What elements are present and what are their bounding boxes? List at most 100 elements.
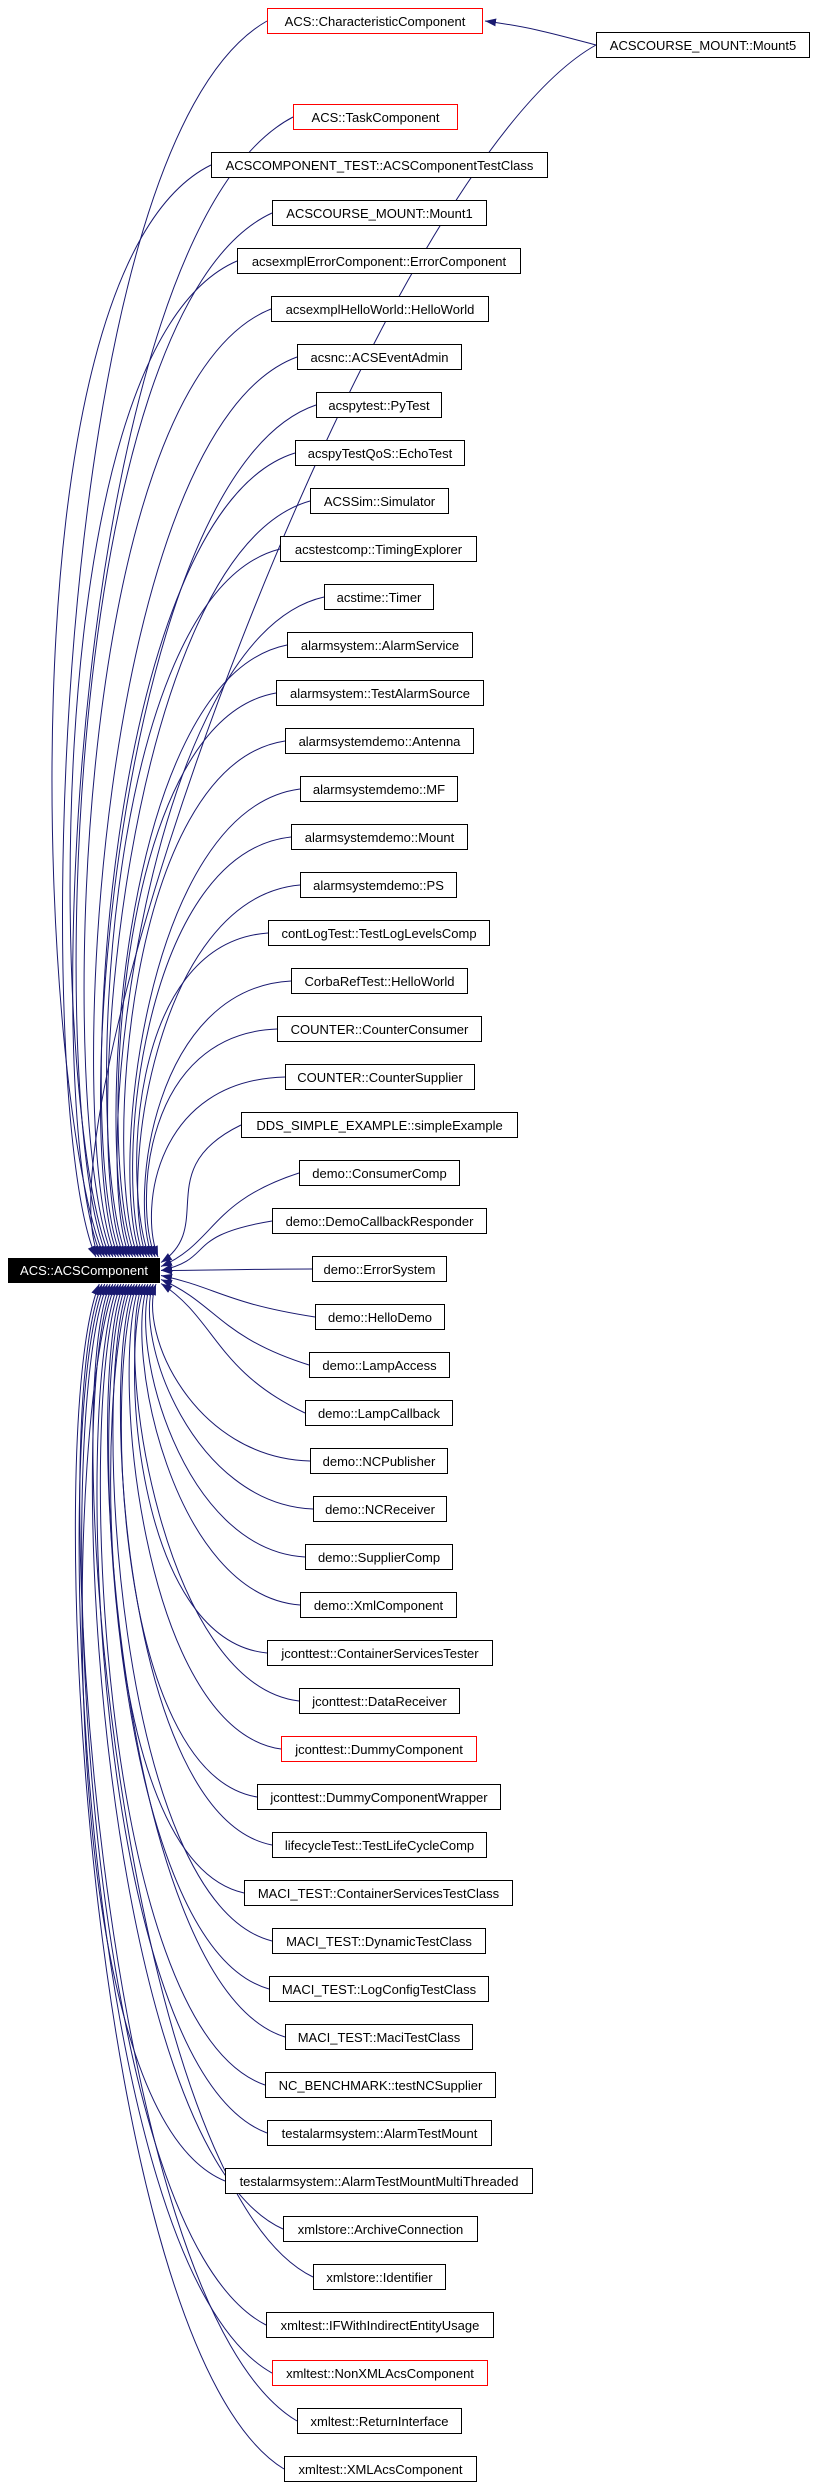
- inheritance-edge-demo-hellodemo: [160, 1273, 316, 1318]
- class-node-alarmsystemdemo-mount[interactable]: alarmsystemdemo::Mount: [291, 824, 468, 850]
- class-node-demo-ncpublisher[interactable]: demo::NCPublisher: [310, 1448, 448, 1474]
- class-node-demo-errorsystem[interactable]: demo::ErrorSystem: [312, 1256, 447, 1282]
- inheritance-edge-acspytest-pytest: [100, 404, 317, 1258]
- inheritance-edge-acscomponent-test-acscomponenttestclass: [51, 164, 212, 1258]
- class-node-demo-suppliercomp[interactable]: demo::SupplierComp: [305, 1544, 453, 1570]
- inheritance-edge-alarmsystemdemo-mf: [129, 788, 301, 1258]
- inheritance-edge-alarmsystemdemo-mount: [132, 836, 292, 1258]
- class-node-acspytestqos-echotest[interactable]: acspyTestQoS::EchoTest: [295, 440, 465, 466]
- class-node-acsexmplhelloworld-helloworld[interactable]: acsexmplHelloWorld::HelloWorld: [271, 296, 489, 322]
- inheritance-edge-acscourse-mount-mount5: [90, 44, 597, 1258]
- inheritance-edge-xmlstore-archiveconnection: [91, 1283, 284, 2230]
- inheritance-edge-acsexmplhelloworld-helloworld: [83, 308, 272, 1258]
- class-node-maci-test-containerservicestestclass[interactable]: MACI_TEST::ContainerServicesTestClass: [244, 1880, 513, 1906]
- class-node-acscomponent-test-acscomponenttestclass[interactable]: ACSCOMPONENT_TEST::ACSComponentTestClass: [211, 152, 548, 178]
- inheritance-edge-maci-test-logconfigtestclass: [108, 1283, 270, 1990]
- inheritance-edge-demo-ncpublisher: [148, 1283, 311, 1462]
- class-node-alarmsystemdemo-mf[interactable]: alarmsystemdemo::MF: [300, 776, 458, 802]
- class-node-maci-test-logconfigtestclass[interactable]: MACI_TEST::LogConfigTestClass: [269, 1976, 489, 2002]
- inheritance-edge-acs-characteristiccomponent: [62, 20, 268, 1258]
- inheritance-edge-xmltest-xmlacscomponent: [74, 1283, 285, 2470]
- class-node-dds-simple-example-simpleexample[interactable]: DDS_SIMPLE_EXAMPLE::simpleExample: [241, 1112, 518, 1138]
- inheritance-edge-alarmsystem-testalarmsource: [117, 692, 277, 1258]
- inheritance-edge-jconttest-dummycomponentwrapper: [120, 1283, 258, 1798]
- inheritance-edge-acstime-timer: [116, 596, 325, 1258]
- inheritance-edge-demo-xmlcomponent: [140, 1283, 301, 1606]
- class-node-demo-democallbackresponder[interactable]: demo::DemoCallbackResponder: [272, 1208, 487, 1234]
- class-node-alarmsystemdemo-antenna[interactable]: alarmsystemdemo::Antenna: [285, 728, 474, 754]
- class-node-testalarmsystem-alarmtestmount[interactable]: testalarmsystem::AlarmTestMount: [267, 2120, 492, 2146]
- inheritance-edge-acssim-simulator: [107, 500, 311, 1258]
- inheritance-edge-acscourse-mount-mount1: [75, 212, 273, 1258]
- class-node-acssim-simulator[interactable]: ACSSim::Simulator: [310, 488, 449, 514]
- class-node-acsexmplerrorcomponent-errorcomponent[interactable]: acsexmplErrorComponent::ErrorComponent: [237, 248, 521, 274]
- class-node-counter-counterconsumer[interactable]: COUNTER::CounterConsumer: [277, 1016, 482, 1042]
- class-node-counter-countersupplier[interactable]: COUNTER::CounterSupplier: [285, 1064, 475, 1090]
- class-node-corbareftest-helloworld[interactable]: CorbaRefTest::HelloWorld: [291, 968, 468, 994]
- inheritance-edge-demo-lampcallback: [160, 1283, 306, 1414]
- class-node-lifecycletest-testlifecyclecomp[interactable]: lifecycleTest::TestLifeCycleComp: [272, 1832, 487, 1858]
- inheritance-edge-demo-errorsystem: [160, 1266, 313, 1275]
- class-node-alarmsystem-testalarmsource[interactable]: alarmsystem::TestAlarmSource: [276, 680, 484, 706]
- inheritance-edge-maci-test-macitestclass: [107, 1283, 286, 2038]
- class-node-demo-xmlcomponent[interactable]: demo::XmlComponent: [300, 1592, 457, 1618]
- class-node-jconttest-containerservicestester[interactable]: jconttest::ContainerServicesTester: [267, 1640, 493, 1666]
- class-node-xmltest-returninterface[interactable]: xmltest::ReturnInterface: [297, 2408, 462, 2434]
- class-node-acsnc-acseventadmin[interactable]: acsnc::ACSEventAdmin: [297, 344, 462, 370]
- class-node-demo-ncreceiver[interactable]: demo::NCReceiver: [313, 1496, 447, 1522]
- inheritance-edge-acsnc-acseventadmin: [93, 356, 298, 1258]
- class-node-demo-consumercomp[interactable]: demo::ConsumerComp: [299, 1160, 460, 1186]
- class-node-xmlstore-identifier[interactable]: xmlstore::Identifier: [313, 2264, 446, 2290]
- inheritance-edge-maci-test-containerservicestestclass: [110, 1283, 245, 1894]
- class-node-maci-test-macitestclass[interactable]: MACI_TEST::MaciTestClass: [285, 2024, 473, 2050]
- class-node-demo-lampcallback[interactable]: demo::LampCallback: [305, 1400, 453, 1426]
- inheritance-edge-contlogtest-testloglevelscomp: [136, 932, 269, 1258]
- inheritance-edge-counter-countersupplier: [150, 1076, 286, 1258]
- inheritance-edge-xmltest-returninterface: [79, 1283, 298, 2422]
- inheritance-edge-xmltest-ifwithindirectentityusage: [81, 1283, 267, 2326]
- class-node-nc-benchmark-testncsupplier[interactable]: NC_BENCHMARK::testNCSupplier: [265, 2072, 496, 2098]
- class-node-acstestcomp-timingexplorer[interactable]: acstestcomp::TimingExplorer: [280, 536, 477, 562]
- inheritance-edge-demo-suppliercomp: [142, 1283, 306, 1558]
- class-node-acscourse-mount-mount5[interactable]: ACSCOURSE_MOUNT::Mount5: [596, 32, 810, 58]
- class-node-contlogtest-testloglevelscomp[interactable]: contLogTest::TestLogLevelsComp: [268, 920, 490, 946]
- class-node-xmltest-xmlacscomponent[interactable]: xmltest::XMLAcsComponent: [284, 2456, 477, 2482]
- class-node-demo-hellodemo[interactable]: demo::HelloDemo: [315, 1304, 445, 1330]
- inheritance-edge-alarmsystemdemo-ps: [137, 884, 301, 1258]
- inheritance-edge-alarmsystem-alarmservice: [115, 644, 288, 1258]
- main-class-node: ACS::ACSComponent: [8, 1258, 160, 1283]
- class-node-demo-lampaccess[interactable]: demo::LampAccess: [309, 1352, 450, 1378]
- inheritance-edge-acscourse-mount-mount5: [484, 18, 597, 46]
- class-node-xmltest-ifwithindirectentityusage[interactable]: xmltest::IFWithIndirectEntityUsage: [266, 2312, 494, 2338]
- class-node-acstime-timer[interactable]: acstime::Timer: [324, 584, 434, 610]
- class-node-alarmsystemdemo-ps[interactable]: alarmsystemdemo::PS: [300, 872, 457, 898]
- inheritance-edge-jconttest-containerservicestester: [133, 1283, 268, 1654]
- class-node-acs-taskcomponent[interactable]: ACS::TaskComponent: [293, 104, 458, 130]
- class-node-maci-test-dynamictestclass[interactable]: MACI_TEST::DynamicTestClass: [272, 1928, 486, 1954]
- class-node-xmlstore-archiveconnection[interactable]: xmlstore::ArchiveConnection: [283, 2216, 478, 2242]
- class-node-jconttest-dummycomponentwrapper[interactable]: jconttest::DummyComponentWrapper: [257, 1784, 501, 1810]
- inheritance-edge-corbareftest-helloworld: [143, 980, 292, 1258]
- inheritance-edge-alarmsystemdemo-antenna: [123, 740, 286, 1258]
- class-node-acspytest-pytest[interactable]: acspytest::PyTest: [316, 392, 442, 418]
- inheritance-edge-xmlstore-identifier: [92, 1283, 314, 2278]
- inheritance-edge-acsexmplerrorcomponent-errorcomponent: [69, 260, 238, 1258]
- class-node-jconttest-dummycomponent[interactable]: jconttest::DummyComponent: [281, 1736, 477, 1762]
- inheritance-edge-testalarmsystem-alarmtestmount: [96, 1283, 268, 2134]
- inheritance-edge-dds-simple-example-simpleexample: [160, 1124, 242, 1263]
- class-node-alarmsystem-alarmservice[interactable]: alarmsystem::AlarmService: [287, 632, 473, 658]
- class-node-acs-characteristiccomponent[interactable]: ACS::CharacteristicComponent: [267, 8, 483, 34]
- class-node-xmltest-nonxmlacscomponent[interactable]: xmltest::NonXMLAcsComponent: [272, 2360, 488, 2386]
- inheritance-edge-xmltest-nonxmlacscomponent: [78, 1283, 273, 2374]
- class-node-testalarmsystem-alarmtestmountmultithreaded[interactable]: testalarmsystem::AlarmTestMountMultiThre…: [225, 2168, 533, 2194]
- inheritance-edge-jconttest-dummycomponent: [128, 1283, 282, 1750]
- inheritance-edge-demo-lampaccess: [160, 1279, 310, 1366]
- class-node-jconttest-datareceiver[interactable]: jconttest::DataReceiver: [299, 1688, 460, 1714]
- inheritance-edge-lifecycletest-testlifecyclecomp: [119, 1283, 273, 1846]
- inheritance-edge-nc-benchmark-testncsupplier: [99, 1283, 266, 2086]
- inheritance-edge-counter-counterconsumer: [145, 1028, 278, 1258]
- inheritance-edge-acs-taskcomponent: [72, 116, 294, 1258]
- class-node-acscourse-mount-mount1[interactable]: ACSCOURSE_MOUNT::Mount1: [272, 200, 487, 226]
